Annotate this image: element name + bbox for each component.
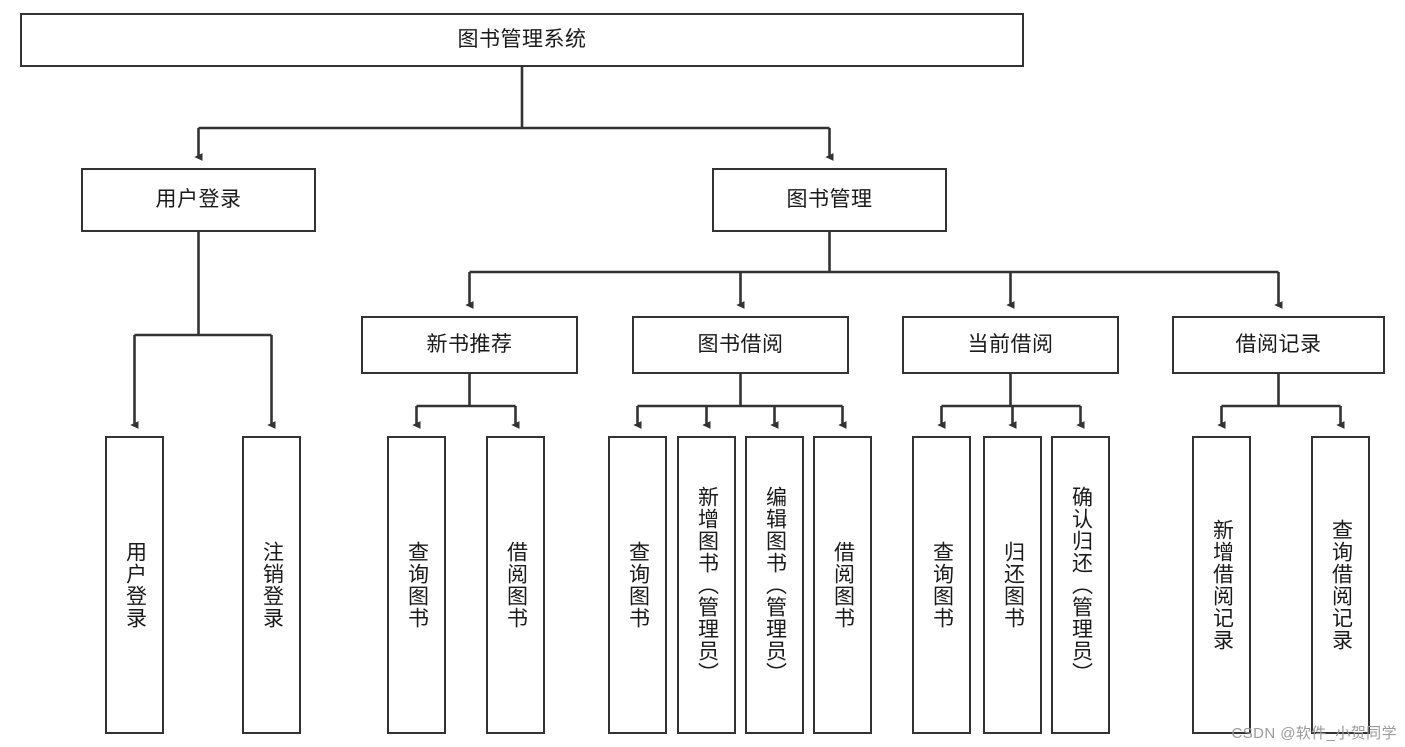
node-label: 确认归还（管理员） — [1069, 486, 1093, 684]
node-label: 查询图书 — [626, 541, 650, 629]
node-leaf-query-book-3[interactable]: 查询图书 — [912, 436, 971, 734]
node-leaf-add-record[interactable]: 新增借阅记录 — [1192, 436, 1251, 734]
node-label: 图书管理 — [786, 187, 873, 211]
node-label: 注销登录 — [260, 541, 284, 629]
node-leaf-return-book[interactable]: 归还图书 — [983, 436, 1042, 734]
node-leaf-borrow-book-1[interactable]: 借阅图书 — [486, 436, 545, 734]
node-leaf-query-book-1[interactable]: 查询图书 — [387, 436, 446, 734]
node-label: 图书借阅 — [697, 332, 784, 356]
node-leaf-confirm-return[interactable]: 确认归还（管理员） — [1051, 436, 1110, 734]
node-book-manage[interactable]: 图书管理 — [712, 168, 947, 232]
watermark-text: CSDN @软件_小贺同学 — [1231, 725, 1397, 742]
node-borrow-record[interactable]: 借阅记录 — [1172, 316, 1385, 374]
node-label: 用户登录 — [155, 187, 242, 211]
node-leaf-logout[interactable]: 注销登录 — [242, 436, 301, 734]
node-label: 用户登录 — [123, 541, 147, 629]
node-leaf-query-book-2[interactable]: 查询图书 — [608, 436, 667, 734]
node-leaf-query-record[interactable]: 查询借阅记录 — [1311, 436, 1370, 734]
node-new-book-rec[interactable]: 新书推荐 — [361, 316, 578, 374]
node-label: 查询借阅记录 — [1329, 519, 1353, 651]
node-user-login[interactable]: 用户登录 — [81, 168, 316, 232]
node-leaf-user-login[interactable]: 用户登录 — [105, 436, 164, 734]
node-label: 归还图书 — [1001, 541, 1025, 629]
node-label: 新增图书（管理员） — [695, 486, 719, 684]
node-leaf-borrow-book-2[interactable]: 借阅图书 — [813, 436, 872, 734]
node-book-borrow[interactable]: 图书借阅 — [632, 316, 849, 374]
node-label: 当前借阅 — [967, 332, 1054, 356]
node-label: 借阅图书 — [831, 541, 855, 629]
node-label: 图书管理系统 — [457, 27, 587, 51]
node-label: 新书推荐 — [426, 332, 513, 356]
node-label: 借阅记录 — [1235, 332, 1322, 356]
node-label: 查询图书 — [930, 541, 954, 629]
node-current-borrow[interactable]: 当前借阅 — [902, 316, 1119, 374]
node-leaf-add-book[interactable]: 新增图书（管理员） — [677, 436, 736, 734]
node-label: 新增借阅记录 — [1210, 519, 1234, 651]
node-root[interactable]: 图书管理系统 — [20, 13, 1024, 67]
node-leaf-edit-book[interactable]: 编辑图书（管理员） — [745, 436, 804, 734]
node-label: 查询图书 — [405, 541, 429, 629]
node-label: 借阅图书 — [504, 541, 528, 629]
node-label: 编辑图书（管理员） — [763, 486, 787, 684]
